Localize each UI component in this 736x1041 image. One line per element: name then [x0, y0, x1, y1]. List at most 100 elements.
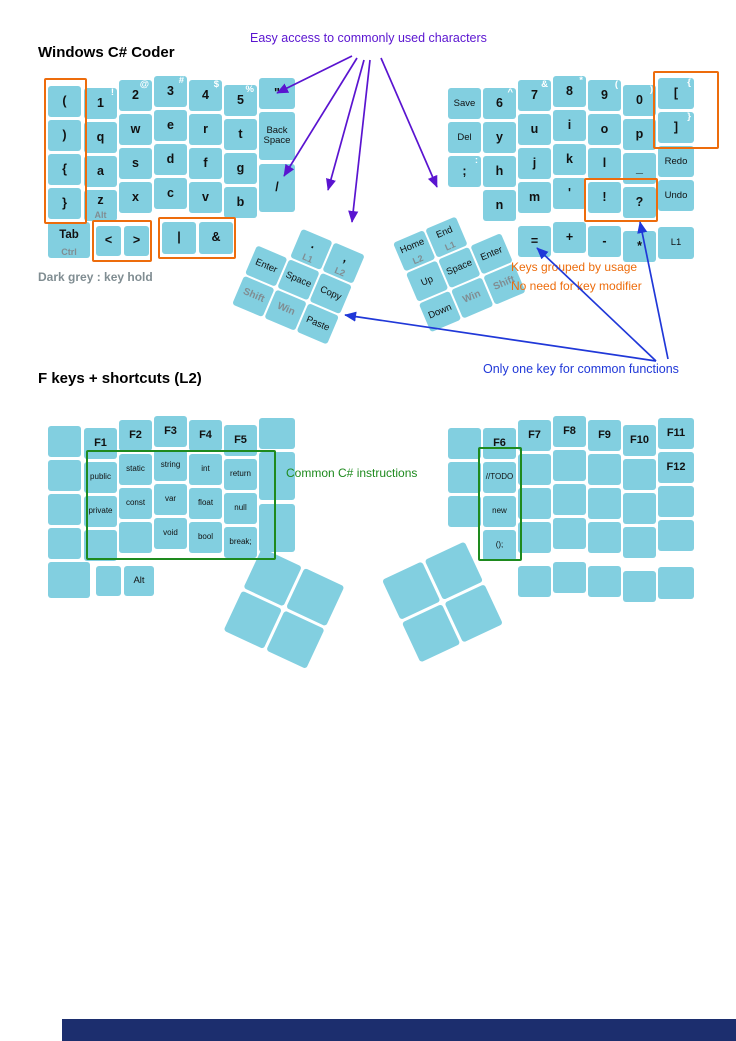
key-label: F4	[199, 428, 212, 441]
key-f: f	[189, 148, 222, 179]
key-l: l	[588, 148, 621, 179]
key-greater-than: >	[124, 226, 149, 256]
key-blank	[48, 562, 90, 598]
key-label: c	[167, 185, 174, 200]
key-shift-label: $	[213, 79, 219, 90]
key-string: string	[154, 450, 187, 481]
key-label: t	[238, 126, 243, 141]
key-a: a	[84, 156, 117, 187]
key-null: null	[224, 493, 257, 524]
key-label: m	[528, 189, 541, 204]
key-shift-label: @	[139, 79, 149, 90]
annotation-one-key: Only one key for common functions	[483, 362, 679, 376]
key-undo: Undo	[658, 180, 694, 211]
key-static: static	[119, 454, 152, 485]
key-blank	[588, 454, 621, 485]
key-f12: F12	[658, 452, 694, 483]
legend-key-hold: Dark grey : key hold	[38, 270, 153, 284]
key-h: h	[483, 156, 516, 187]
key-label: y	[496, 129, 503, 144]
key-label: u	[530, 121, 539, 136]
key-label: //TODO	[485, 472, 514, 482]
key-label: w	[130, 121, 141, 136]
key-label: 7	[531, 87, 538, 102]
key-label: F7	[528, 428, 541, 441]
key-1: 1!	[84, 88, 117, 119]
annotation-no-modifier: No need for key modifier	[511, 279, 642, 293]
key-label: o	[600, 121, 609, 136]
key-label: F9	[598, 428, 611, 441]
key-d: d	[154, 144, 187, 175]
key-save: Save	[448, 88, 481, 119]
key-label: e	[167, 117, 174, 132]
key-label: Alt	[133, 575, 145, 587]
key-q: q	[84, 122, 117, 153]
key-9: 9(	[588, 80, 621, 111]
key-f9: F9	[588, 420, 621, 451]
key-5: 5%	[224, 85, 257, 116]
key-label: !	[602, 189, 607, 204]
key-s: s	[119, 148, 152, 179]
key-return: return	[224, 459, 257, 490]
key-8: 8*	[553, 76, 586, 107]
key-label: x	[132, 189, 139, 204]
key-label: var	[164, 494, 177, 504]
key-7: 7&	[518, 80, 551, 111]
highlight-box-exclamation-question	[584, 178, 658, 222]
footer-bar	[62, 1019, 736, 1041]
key-label: b	[236, 194, 245, 209]
key-label: string	[160, 460, 181, 470]
key-f2: F2	[119, 420, 152, 451]
key-hold-label: Ctrl	[61, 246, 77, 257]
key-o: o	[588, 114, 621, 145]
key-todo-comment: //TODO	[483, 462, 516, 493]
key-label: n	[495, 197, 504, 212]
key-blank	[518, 522, 551, 553]
key-blank	[553, 562, 586, 593]
key-blank	[623, 527, 656, 558]
key-label: (	[62, 93, 67, 108]
key-less-than: <	[96, 226, 121, 256]
key-int: int	[189, 454, 222, 485]
key-label: 8	[566, 83, 573, 98]
key-open-brace: {	[48, 154, 81, 185]
key-label: &	[211, 230, 221, 245]
key-blank	[84, 530, 117, 561]
key-label: Undo	[664, 189, 688, 201]
key-shift-label: %	[245, 84, 254, 95]
key-label: F8	[563, 424, 576, 437]
key-hold-label: Alt	[94, 209, 107, 220]
key-new: new	[483, 496, 516, 527]
key-label: F12	[666, 460, 686, 473]
key-shift-label: )	[649, 84, 653, 95]
key-label: break;	[229, 537, 252, 547]
highlight-box-square-brackets	[653, 71, 719, 149]
highlight-box-left-brackets	[44, 78, 87, 224]
key-w: w	[119, 114, 152, 145]
key-label: =	[530, 233, 539, 248]
key-blank	[553, 450, 586, 481]
key-blank	[588, 566, 621, 597]
key-blank	[119, 522, 152, 553]
key-c: c	[154, 178, 187, 209]
key-label: public	[90, 472, 111, 482]
key-blank	[518, 566, 551, 597]
key-shift-label: {	[687, 77, 691, 88]
key-label: ();	[495, 540, 504, 550]
highlight-box-pipe-ampersand	[158, 217, 236, 259]
key-alt: Alt	[124, 566, 154, 596]
key-4: 4$	[189, 80, 222, 111]
key-t: t	[224, 119, 257, 150]
key-label: q	[96, 129, 105, 144]
key-f7: F7	[518, 420, 551, 451]
key-label: ?	[635, 194, 644, 209]
key-label: f	[203, 155, 208, 170]
key-label: r	[203, 121, 208, 136]
key-shift-label: #	[178, 75, 184, 86]
key-ampersand: &	[199, 222, 233, 254]
key-pipe: |	[162, 222, 196, 254]
key-label: L1	[670, 237, 682, 249]
